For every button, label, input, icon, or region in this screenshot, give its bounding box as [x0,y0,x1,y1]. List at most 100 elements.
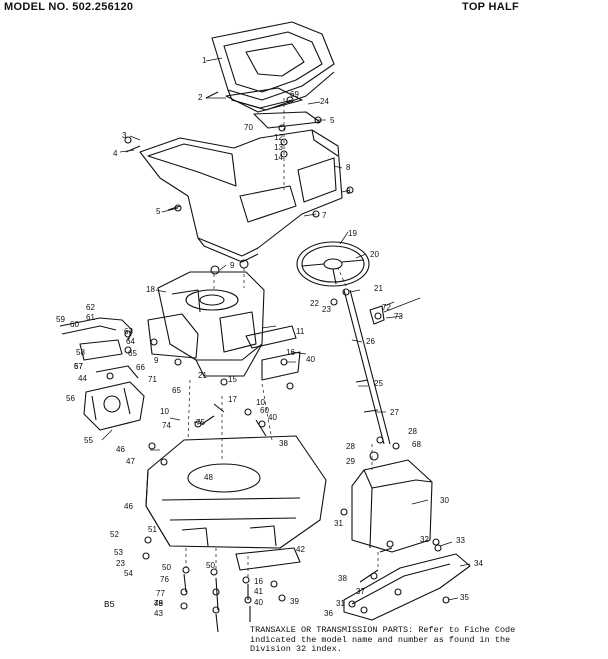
callout-73: 73 [394,312,403,321]
callout-29: 29 [346,457,355,466]
callout-15: 15 [228,375,237,384]
callout-39: 39 [290,597,299,606]
callout-41: 41 [254,587,263,596]
callout-50-left: 50 [162,563,171,572]
callout-26: 26 [366,337,375,346]
callout-5-left: 5 [156,207,161,216]
steering-shaft-part [343,289,391,445]
callout-36: 36 [324,609,333,618]
callout-56: 56 [66,394,75,403]
page-code: B5 [104,600,115,610]
engine-part [147,271,265,377]
footnote-line-1: TRANSAXLE OR TRANSMISSION PARTS: Refer t… [250,625,516,635]
callout-40-bottom: 40 [254,598,263,607]
callout-65-top: 65 [128,349,137,358]
callout-27: 27 [390,408,399,417]
fender-body-part [139,129,343,263]
callout-68: 68 [412,440,421,449]
callout-57: 57 [74,362,83,371]
callout-leaders [101,57,471,601]
callout-77: 77 [156,589,165,598]
callout-48: 48 [204,473,213,482]
lower-dash-panel-part [343,553,471,621]
callout-46-left: 46 [124,502,133,511]
callout-1: 1 [202,56,207,65]
callout-53: 53 [114,548,123,557]
callout-30: 30 [440,496,449,505]
lower-bracket-part [235,547,301,571]
carburetor-linkage-part [59,317,139,379]
callout-46-top: 46 [116,445,125,454]
callout-31-top: 31 [334,519,343,528]
callout-69: 69 [290,90,299,99]
callout-66: 66 [136,363,145,372]
callout-32: 32 [420,535,429,544]
callout-40-mid: 40 [268,413,277,422]
callout-38-right: 38 [279,439,288,448]
footnote-line-3: Division 32 index. [250,644,342,654]
callout-25: 25 [374,379,383,388]
callout-21-left: 21 [198,371,207,380]
callout-16-bottom: 16 [254,577,263,586]
callout-2: 2 [198,93,203,102]
callout-40-top: 40 [306,355,315,364]
callout-78: 78 [154,599,163,608]
callout-24: 24 [320,97,329,106]
callout-33: 33 [456,536,465,545]
mount-bracket-part [245,325,301,381]
callout-55: 55 [84,436,93,445]
callout-58: 58 [76,348,85,357]
callout-28-left: 28 [346,442,355,451]
callout-76: 76 [160,575,169,584]
callout-23-top: 23 [322,305,331,314]
callout-3: 3 [122,131,127,140]
callout-28-right: 28 [408,427,417,436]
callout-16-top: 16 [286,348,295,357]
footnote-line-2: indicated the model name and number as f… [250,634,511,645]
callout-52: 52 [110,530,119,539]
callout-23-bottom: 23 [116,559,125,568]
callout-numbers: 1 2 3 4 5 5 6 7 8 9 9 10 10 11 12 13 14 … [56,56,483,618]
section-title: TOP HALF [462,1,519,13]
callout-18: 18 [146,285,155,294]
steering-wheel-part [296,241,370,287]
seat-part [211,21,335,111]
callout-10-right: 10 [256,398,265,407]
callout-75: 75 [196,418,205,427]
seat-bracket-part [225,87,303,113]
callout-50-right: 50 [206,561,215,570]
callout-72: 72 [382,303,391,312]
callout-31-bottom: 31 [336,599,345,608]
callout-71: 71 [148,375,157,384]
callout-13: 13 [274,143,283,152]
callout-70: 70 [244,123,253,132]
callout-8: 8 [346,163,351,172]
callout-49: 49 [154,599,163,608]
callout-44: 44 [78,374,87,383]
callout-42: 42 [296,545,305,554]
callout-64: 64 [126,337,135,346]
callout-7: 7 [322,211,327,220]
callout-4: 4 [113,149,118,158]
callout-6: 6 [346,187,351,196]
callout-61: 61 [86,313,95,322]
alignment-lines [185,98,379,578]
callout-54: 54 [124,569,133,578]
footnote: TRANSAXLE OR TRANSMISSION PARTS: Refer t… [250,625,606,655]
callout-47: 47 [126,457,135,466]
steering-tower-part [351,459,433,553]
callout-43: 43 [154,609,163,618]
callout-12: 12 [274,133,283,142]
model-number: MODEL NO. 502.256120 [4,1,134,13]
callout-63: 63 [124,327,133,336]
callout-74: 74 [162,421,171,430]
drive-unit-part [83,381,145,431]
callout-59: 59 [56,315,65,324]
callout-60-left: 60 [70,320,79,329]
callout-51: 51 [148,525,157,534]
bolts-and-pins [125,91,393,633]
callout-21-right: 21 [374,284,383,293]
callout-35: 35 [460,593,469,602]
callout-20: 20 [370,250,379,259]
